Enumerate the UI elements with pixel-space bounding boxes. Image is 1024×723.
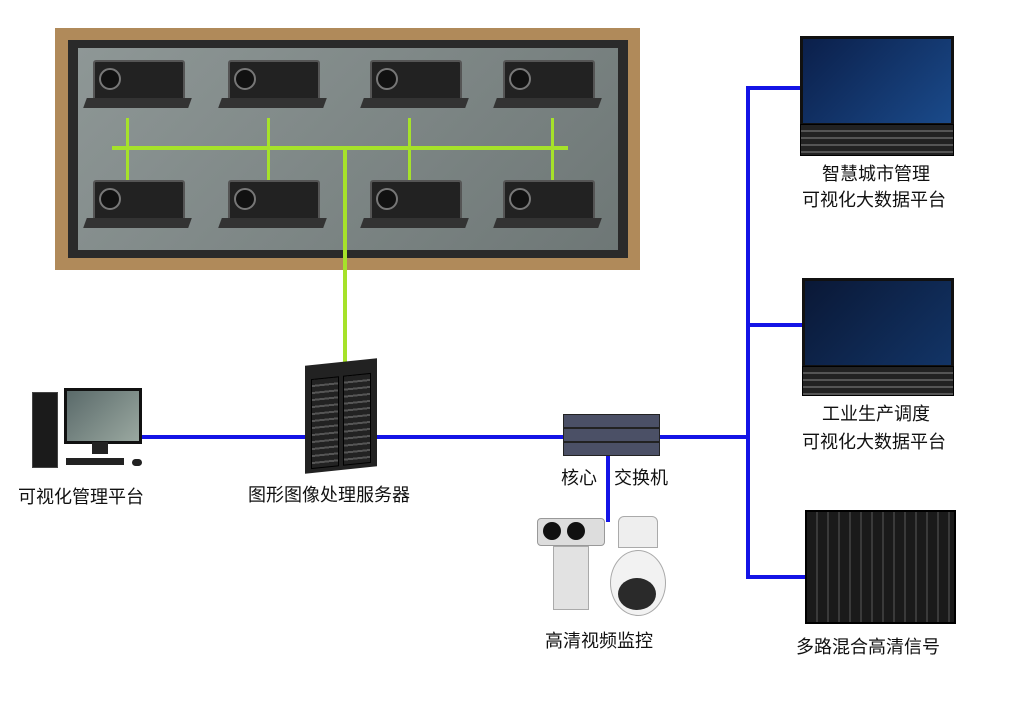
server-rack-unit xyxy=(311,376,339,470)
server-rack-unit xyxy=(343,372,371,466)
projector xyxy=(360,52,469,114)
lan-backbone-line xyxy=(140,435,750,439)
switch-unit xyxy=(563,414,660,428)
pc-tower xyxy=(32,392,58,468)
pc-mouse xyxy=(132,459,142,466)
server-rack xyxy=(305,358,377,474)
projector xyxy=(83,52,192,114)
lan-vertical-line xyxy=(746,86,750,579)
pc-device xyxy=(30,388,145,473)
signal-matrix-chassis xyxy=(805,510,956,624)
industrial-label-2: 可视化大数据平台 xyxy=(802,432,946,453)
smart-city-display xyxy=(800,36,954,126)
link-industrial xyxy=(746,323,802,327)
smart-city-label-1: 智慧城市管理 xyxy=(822,164,930,185)
switch-unit xyxy=(563,442,660,456)
projector-link xyxy=(126,118,129,180)
dome-camera xyxy=(608,516,666,616)
projector xyxy=(493,172,602,234)
projector xyxy=(360,172,469,234)
switch-label-core: 核心 xyxy=(561,468,597,489)
smart-city-label-2: 可视化大数据平台 xyxy=(802,190,946,211)
smart-city-server xyxy=(800,124,954,156)
server-label: 图形图像处理服务器 xyxy=(248,485,410,506)
projector-link xyxy=(267,118,270,180)
switch-unit xyxy=(563,428,660,442)
camera-label: 高清视频监控 xyxy=(545,631,653,652)
projector-link xyxy=(551,118,554,180)
link-matrix xyxy=(746,575,806,579)
core-switch xyxy=(563,414,660,456)
industrial-label-1: 工业生产调度 xyxy=(822,404,930,425)
projector xyxy=(218,172,327,234)
projector-bus-line xyxy=(112,146,568,150)
link-smart-city xyxy=(746,86,802,90)
industrial-display xyxy=(802,278,954,368)
link-camera xyxy=(606,450,610,522)
pc-label: 可视化管理平台 xyxy=(18,487,144,508)
matrix-label: 多路混合高清信号 xyxy=(796,637,940,658)
switch-label-switch: 交换机 xyxy=(614,468,668,489)
projector xyxy=(83,172,192,234)
thermal-camera xyxy=(537,518,605,616)
pc-keyboard xyxy=(66,458,124,465)
projector-link xyxy=(408,118,411,180)
pc-monitor xyxy=(64,388,142,444)
projector xyxy=(218,52,327,114)
industrial-server xyxy=(802,366,954,396)
server-to-wall-line xyxy=(343,148,347,366)
projector xyxy=(493,52,602,114)
pc-stand xyxy=(92,442,108,454)
